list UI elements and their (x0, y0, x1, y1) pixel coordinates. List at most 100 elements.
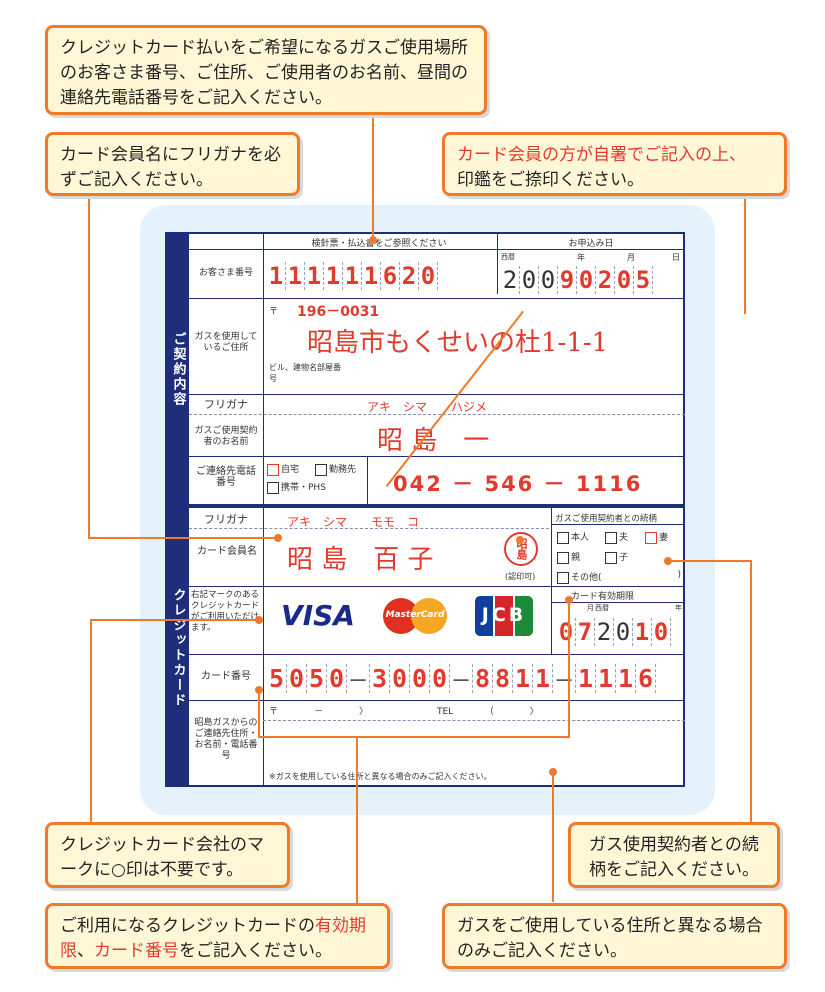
customer-digit: 0 (419, 262, 438, 290)
date-digit: 5 (634, 266, 653, 294)
day-label: 日 (672, 253, 680, 262)
jcb-logo: JCB (475, 596, 533, 636)
expiry-digit: 7 (576, 618, 595, 646)
customer-digit: 1 (324, 262, 343, 290)
expiry-digit: 0 (652, 618, 671, 646)
expiry-month-label: 月 (587, 604, 594, 612)
customer-digit: 1 (305, 262, 324, 290)
apply-date-header: お申込み日 (568, 239, 614, 249)
card-number-digit: 5 (307, 664, 327, 693)
contact-note: ※ガスを使用している住所と異なる場合のみご記入ください。 (269, 772, 492, 781)
expiry-title: カード有効期限 (571, 592, 635, 602)
phone-value: 042 － 546 － 1116 (393, 472, 643, 496)
card-furigana-value: アキ シマ モモ コ (287, 515, 420, 529)
user-name-value: 昭 島 一 (377, 426, 490, 456)
customer-number-label: お客さま番号 (198, 268, 253, 278)
customer-digit: 2 (400, 262, 419, 290)
card-number-digit: 8 (493, 664, 513, 693)
year-label: 年 (577, 253, 585, 262)
card-number-separator: – (450, 664, 473, 693)
relation-wife: 妻 (645, 530, 668, 544)
date-digit: 2 (501, 266, 520, 294)
member-name-value: 昭 島 百 子 (287, 545, 434, 575)
phone-opt-home: 自宅 (267, 462, 299, 476)
contact-label: 昭島ガスからのご連絡先住所・お名前・電話番号 (194, 718, 258, 761)
callout-address: ガスをご使用している住所と異なる場合のみご記入ください。 (442, 903, 787, 969)
callout-seal: カード会員の方が自署でご記入の上、印鑑をご捺印ください。 (442, 132, 787, 196)
visa-logo: VISA (281, 598, 355, 632)
relation-other: その他() (557, 570, 681, 584)
contact-tel: TEL （ 〉 (437, 707, 539, 717)
callout-card-mark: クレジットカード会社のマークに○印は不要です。 (45, 822, 290, 888)
callout-expiry-number: ご利用になるクレジットカードの有効期限、カード番号をご記入ください。 (45, 903, 390, 969)
card-number-digit: 0 (410, 664, 430, 693)
customer-digit: 1 (267, 262, 286, 290)
credit-card-band: クレジットカード (167, 508, 189, 787)
phone-opt-mobile: 携帯・PHS (267, 480, 326, 494)
building-label: ビル、建物名部屋番号 (269, 363, 341, 383)
expiry-year-label: 年 (675, 604, 682, 612)
expiry-digit: 0 (614, 618, 633, 646)
mastercard-logo: MasterCard (383, 598, 447, 634)
expiry-digit: 2 (595, 618, 614, 646)
card-number-digit: 0 (327, 664, 347, 693)
phone-opt-work: 勤務先 (315, 462, 356, 476)
card-number-label: カード番号 (201, 671, 251, 682)
customer-digit: 6 (381, 262, 400, 290)
address-label: ガスを使用しているご住所 (194, 332, 258, 353)
postal-code: 196－0031 (297, 304, 380, 320)
customer-digit: 1 (362, 262, 381, 290)
relation-title: ガスご使用契約者との続柄 (555, 514, 657, 524)
date-digit: 0 (520, 266, 539, 294)
user-name-label: ガスご使用契約者のお名前 (194, 426, 258, 447)
postal-prefix: 〒 (269, 307, 279, 317)
card-number-digit: 1 (576, 664, 596, 693)
expiry-era-label: 西暦 (595, 604, 609, 612)
card-number-digit: 1 (513, 664, 533, 693)
date-digit: 2 (596, 266, 615, 294)
meter-note: 検針票・払込書をご参照ください (311, 239, 447, 249)
relation-child: 子 (605, 550, 628, 564)
date-digit: 9 (558, 266, 577, 294)
member-name-label: カード会員名 (197, 546, 257, 557)
customer-digit: 1 (286, 262, 305, 290)
expiry-digit: 0 (557, 618, 576, 646)
card-number-digit: 1 (533, 664, 553, 693)
card-number-separator: – (553, 664, 576, 693)
card-number-digit: 0 (430, 664, 450, 693)
customer-digit: 1 (343, 262, 362, 290)
user-furigana-label: フリガナ (204, 398, 248, 411)
relation-husband: 夫 (605, 530, 628, 544)
card-number-digit: 5 (267, 664, 287, 693)
card-number-digit: 1 (616, 664, 636, 693)
relation-parent: 親 (557, 550, 580, 564)
date-digit: 0 (615, 266, 634, 294)
era-label: 西暦 (501, 253, 515, 261)
card-number-digit: 3 (370, 664, 390, 693)
date-digit: 0 (539, 266, 558, 294)
phone-label: ご連絡先電話番号 (196, 466, 256, 488)
address-value: 昭島市もくせいの杜1-1-1 (307, 328, 609, 358)
month-label: 月 (627, 253, 635, 262)
card-number-digit: 8 (473, 664, 493, 693)
card-number-digit: 0 (390, 664, 410, 693)
callout-furigana: カード会員名にフリガナを必ずご記入ください。 (45, 132, 300, 196)
user-furigana-value: アキ シマ ハジメ (367, 400, 488, 414)
card-number-separator: – (347, 664, 370, 693)
contract-band: ご契約内容 (167, 234, 189, 504)
date-digit: 0 (577, 266, 596, 294)
card-mark-label: 右記マークのあるクレジットカードがご利用いただけます。 (191, 590, 260, 633)
card-number-digit: 6 (636, 664, 656, 693)
callout-customer-info: クレジットカード払いをご希望になるガスご使用場所のお客さま番号、ご住所、ご使用者… (45, 25, 487, 115)
card-number-digit: 0 (287, 664, 307, 693)
relation-self: 本人 (557, 530, 589, 544)
seal-note: (認印可) (505, 572, 536, 581)
callout-relation: ガス使用契約者との続柄をご記入ください。 (568, 822, 780, 888)
contact-postal: 〒 － 〉 (269, 707, 369, 717)
expiry-digit: 1 (633, 618, 652, 646)
